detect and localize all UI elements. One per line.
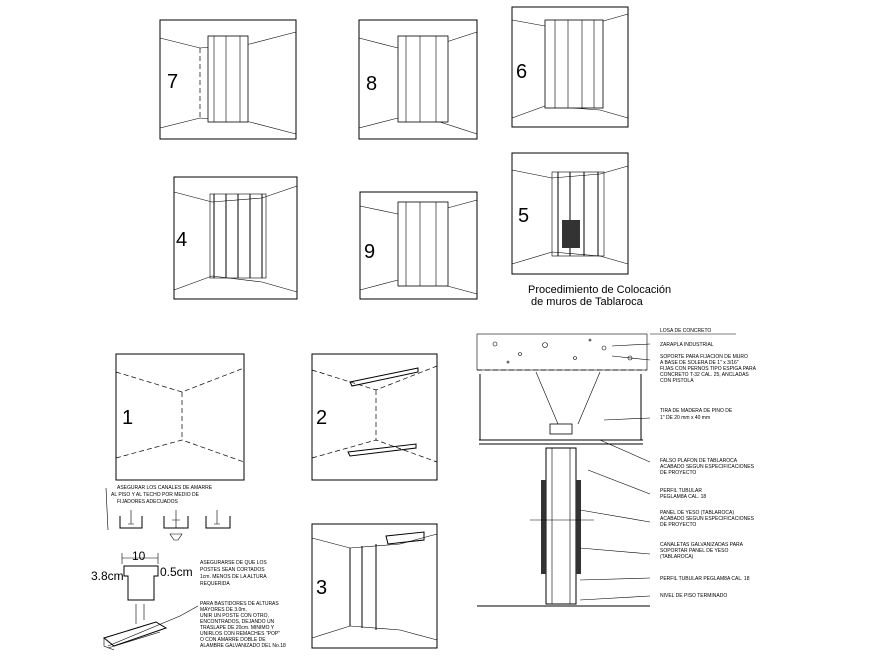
label-channels: SOPORTAR PANEL DE YESO — [660, 548, 728, 554]
label-strip: TIRA DE MADERA DE PINO DE — [660, 408, 733, 414]
drawing-title: Procedimiento de Colocación de muros de … — [528, 284, 671, 308]
wall-section-detail: LOSA DE CONCRETO ZARAPLA INDUSTRIAL SOPO… — [476, 328, 757, 607]
anchor-note-line: ASEGURAR LOS CANALES DE AMARRE — [117, 485, 213, 491]
label-support: CONCRETO T-32 CAL. 25, ANCLADAS — [660, 372, 749, 378]
label-strip: 1" DE 20 mm x 40 mm — [660, 415, 710, 421]
title-line-1: Procedimiento de Colocación — [528, 284, 671, 296]
label-ceiling: ACABADO SEGUN ESPECIFICACIONES — [660, 464, 755, 470]
anchor-note: ASEGURAR LOS CANALES DE AMARRE AL PISO Y… — [105, 485, 213, 531]
height-dimension: 3.8cm — [91, 569, 124, 583]
step-panel-2: 2 — [311, 353, 438, 481]
cut-note-line: REQUERIDA — [200, 581, 230, 587]
step-panel-1: 1 — [115, 353, 245, 481]
cut-note: ASEGURARSE DE QUE LOS POSTES SEAN CORTAD… — [200, 560, 267, 587]
label-profile-2: PERFIL TUBULAR PEGLAM8A CAL. 18 — [660, 576, 750, 582]
frame-note-line: ALAMBRE GALVANIZADO DEL No.18 — [200, 643, 286, 649]
label-profile: PERFIL TUBULAR — [660, 488, 702, 494]
label-support: CON PISTOLA — [660, 378, 694, 384]
step-panel-3: 3 — [311, 523, 438, 649]
label-ceiling: FALSO PLAFON DE TABLAROCA — [660, 458, 738, 464]
label-plaster: ZARAPLA INDUSTRIAL — [660, 342, 714, 348]
step-number-6: 6 — [516, 61, 527, 83]
anchor-note-line: FIJADORES ADECUADOS — [117, 499, 179, 505]
frame-note-line: UNIR UN POSTE CON OTRO, — [200, 613, 269, 619]
title-line-2: de muros de Tablaroca — [531, 296, 644, 308]
frame-note-line: O CON AMARRE DOBLE DE — [200, 637, 266, 643]
step-number-7: 7 — [167, 71, 178, 93]
frame-note-line: UNIRLOS CON REMACHES "POP" — [200, 631, 280, 637]
label-ceiling: DE PROYECTO — [660, 470, 696, 476]
frame-note-line: PARA BASTIDORES DE ALTURAS — [200, 601, 279, 607]
frame-note-line: ENCONTRADOS, DEJANDO UN — [200, 619, 275, 625]
step-number-8: 8 — [366, 73, 377, 95]
label-channels: CANALETAS GALVANIZADAS PARA — [660, 542, 744, 548]
label-panel: ACABADO SEGUN ESPECIFICACIONES — [660, 516, 755, 522]
cut-note-line: ASEGURARSE DE QUE LOS — [200, 560, 267, 566]
cut-note-line: POSTES SEAN CORTADOS — [200, 567, 265, 573]
label-channels: (TABLAROCA) — [660, 554, 694, 560]
anchor-note-line: AL PISO Y AL TECHO POR MEDIO DE — [111, 492, 200, 498]
step-number-1: 1 — [122, 407, 133, 429]
concrete-slab-aggregate — [492, 338, 633, 364]
step-panel-6: 6 — [511, 6, 629, 128]
label-slab: LOSA DE CONCRETO — [660, 328, 711, 334]
step-panel-7: 7 — [159, 19, 297, 140]
label-floor-level: NIVEL DE PISO TERMINADO — [660, 593, 727, 599]
channel-profiles — [119, 510, 231, 541]
label-profile: PEGLAM8A CAL. 18 — [660, 494, 706, 500]
label-support: SOPORTE PARA FIJACION DE MURO — [660, 354, 748, 360]
frame-note: PARA BASTIDORES DE ALTURAS MAYORES DE 3.… — [102, 601, 286, 651]
label-panel: DE PROYECTO — [660, 522, 696, 528]
step-number-9: 9 — [364, 241, 375, 263]
step-panel-8: 8 — [358, 19, 478, 140]
label-panel: PANEL DE YESO (TABLAROCA) — [660, 510, 734, 516]
label-support: FIJAS CON PERNOS TIPO ESPIGA PARA — [660, 366, 757, 372]
frame-note-line: TRASLAPE DE 20cm. MINIMO Y — [200, 625, 275, 631]
label-support: A BASE DE SOLERA DE 1" x 3/16" — [660, 360, 739, 366]
gap-dimension: 0.5cm — [160, 565, 193, 579]
stud-dimension-detail: 10 3.8cm 0.5cm — [91, 549, 193, 624]
step-number-2: 2 — [316, 407, 327, 429]
width-dimension: 10 — [132, 549, 146, 563]
cut-note-line: 1cm. MENOS DE LA ALTURA — [200, 574, 267, 580]
step-panel-9: 9 — [359, 191, 478, 300]
step-panel-5: 5 — [511, 152, 629, 275]
step-number-3: 3 — [316, 577, 327, 599]
frame-note-line: MAYORES DE 3.0m. — [200, 607, 247, 613]
gypsum-panel-hatch — [562, 220, 580, 248]
step-number-4: 4 — [176, 229, 187, 251]
step-number-5: 5 — [518, 205, 529, 227]
step-panel-4: 4 — [173, 176, 298, 300]
